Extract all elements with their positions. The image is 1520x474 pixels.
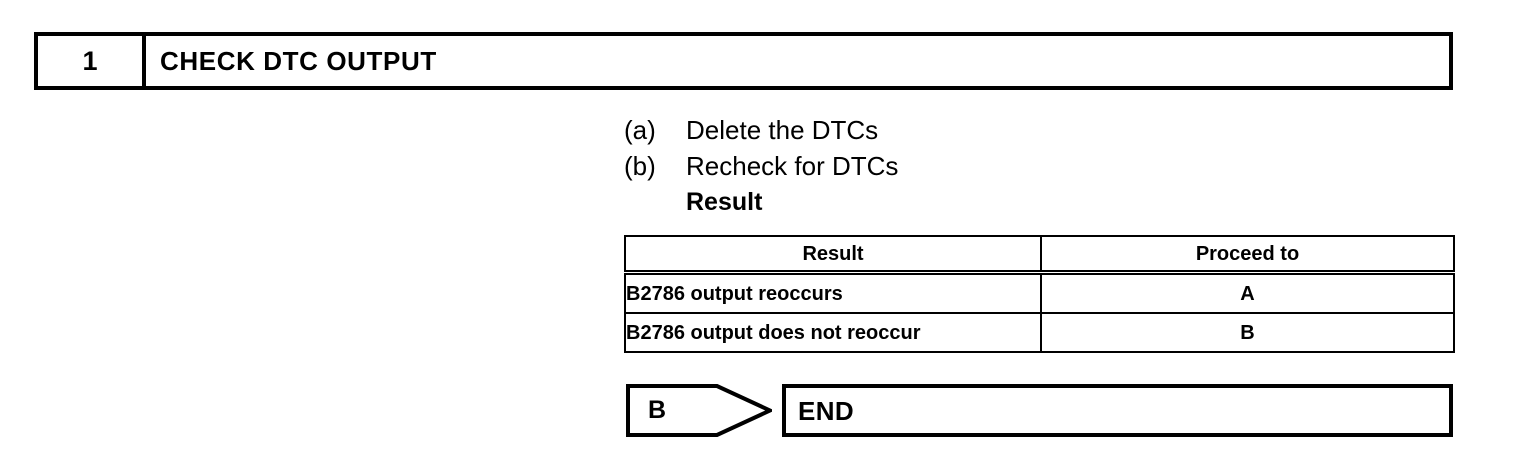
- connector-arrow-icon: B: [626, 384, 772, 437]
- procedure-item-a: (a) Delete the DTCs: [624, 112, 1384, 148]
- column-header-proceed-to: Proceed to: [1040, 235, 1455, 275]
- step-number: 1: [82, 45, 98, 76]
- flow-end-row: B END: [626, 384, 1453, 437]
- cell-proceed-1: B: [1040, 312, 1455, 353]
- procedure-item-b-text: Recheck for DTCs: [686, 151, 899, 181]
- step-header-bar: 1 CHECK DTC OUTPUT: [34, 32, 1453, 90]
- procedure-item-a-text: Delete the DTCs: [686, 115, 879, 145]
- table-row: B2786 output does not reoccur B: [624, 312, 1455, 353]
- procedure-item-b-marker: (b): [624, 151, 656, 181]
- table-row: B2786 output reoccurs A: [624, 271, 1455, 314]
- procedure-item-b: (b) Recheck for DTCs: [624, 148, 1384, 184]
- result-table: Result Proceed to B2786 output reoccurs …: [624, 235, 1455, 353]
- procedure-list: (a) Delete the DTCs (b) Recheck for DTCs…: [624, 112, 1384, 220]
- connector-label: B: [648, 396, 667, 424]
- cell-proceed-0: A: [1040, 271, 1455, 314]
- end-label: END: [798, 395, 855, 426]
- table-header-row: Result Proceed to: [624, 235, 1455, 275]
- step-number-cell: 1: [38, 36, 146, 86]
- procedure-result-label: Result: [686, 188, 763, 216]
- step-title-cell: CHECK DTC OUTPUT: [146, 36, 1449, 86]
- cell-result-1: B2786 output does not reoccur: [624, 312, 1042, 353]
- procedure-item-a-marker: (a): [624, 115, 656, 145]
- step-title: CHECK DTC OUTPUT: [160, 46, 437, 76]
- cell-result-0: B2786 output reoccurs: [624, 271, 1042, 314]
- end-box: END: [782, 384, 1453, 437]
- column-header-result: Result: [624, 235, 1042, 275]
